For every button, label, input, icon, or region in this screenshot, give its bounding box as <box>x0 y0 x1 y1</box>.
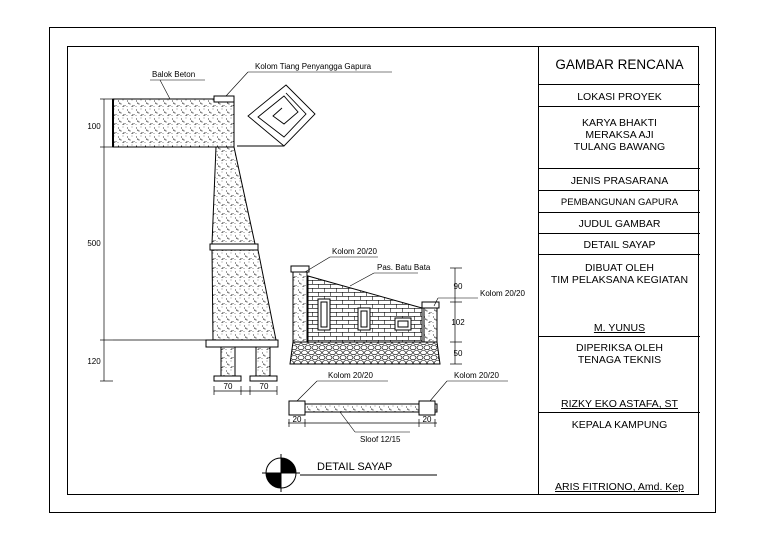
tb-kepala-label: KEPALA KAMPUNG <box>571 419 668 431</box>
label-kolom-tiang: Kolom Tiang Penyangga Gapura <box>255 62 372 71</box>
label-kolom-2020-a: Kolom 20/20 <box>332 247 377 256</box>
gapura-column-elevation <box>100 71 392 395</box>
tb-diperiksa-cell: DIPERIKSA OLEH TENAGA TEKNIS RIZKY EKO A… <box>539 337 700 413</box>
label-pas-batu-bata: Pas. Batu Bata <box>377 263 431 272</box>
tb-judul-value-cell: DETAIL SAYAP <box>539 234 700 255</box>
tb-dibuat-line-2: TIM PELAKSANA KEGIATAN <box>550 274 689 286</box>
tb-judul-value: DETAIL SAYAP <box>583 239 656 251</box>
tb-judul-cell: JUDUL GAMBAR <box>539 213 700 234</box>
balok-beton <box>112 98 235 148</box>
tb-lokasi-line-2: MERAKSA AJI <box>585 129 654 141</box>
kolom-right <box>423 305 438 343</box>
dim-70-left: 70 <box>224 382 233 391</box>
label-balok-beton: Balok Beton <box>152 70 195 79</box>
tb-header: GAMBAR RENCANA <box>555 57 684 72</box>
dim-120: 120 <box>87 357 101 366</box>
dim-20-left: 20 <box>293 415 302 424</box>
kolom-cap <box>213 95 235 103</box>
inner-border <box>67 46 699 495</box>
dim-20-right: 20 <box>423 415 432 424</box>
label-kolom-2020-d: Kolom 20/20 <box>454 371 499 380</box>
tb-dibuat-cell: DIBUAT OLEH TIM PELAKSANA KEGIATAN M. YU… <box>539 255 700 337</box>
stone-foundation <box>289 341 441 365</box>
tb-judul-label: JUDUL GAMBAR <box>578 218 661 230</box>
dim-100: 100 <box>87 122 101 131</box>
kolom-left <box>292 269 308 343</box>
tb-lokasi-line-3: TULANG BAWANG <box>573 141 666 153</box>
tb-jenis-cell: JENIS PRASARANA <box>539 169 700 191</box>
tb-lokasi-line-1: KARYA BHAKTI <box>582 117 657 129</box>
tb-jenis-value-cell: PEMBANGUNAN GAPURA <box>539 191 700 213</box>
tb-lokasi-label: LOKASI PROYEK <box>577 91 662 103</box>
sayap-elevation <box>289 256 478 365</box>
tb-jenis-label: JENIS PRASARANA <box>570 175 669 187</box>
tb-dibuat-line-1: DIBUAT OLEH <box>584 262 655 274</box>
tb-kepala-name: ARIS FITRIONO, Amd. Kep <box>555 481 684 493</box>
label-kolom-2020-c: Kolom 20/20 <box>328 371 373 380</box>
tb-lokasi-cell: LOKASI PROYEK <box>539 85 700 107</box>
tb-header-cell: GAMBAR RENCANA <box>539 46 700 85</box>
outer-border <box>49 27 716 513</box>
sloof-plan <box>288 380 508 433</box>
kolom-tiang <box>211 146 256 245</box>
tb-dibuat-name: M. YUNUS <box>593 322 646 334</box>
dim-102: 102 <box>451 318 465 327</box>
tb-kepala-cell: KEPALA KAMPUNG ARIS FITRIONO, Amd. Kep <box>539 413 700 495</box>
dim-50: 50 <box>454 349 463 358</box>
dim-90: 90 <box>454 282 463 291</box>
tb-diperiksa-line-1: DIPERIKSA OLEH <box>576 342 663 354</box>
dim-70-right: 70 <box>260 382 269 391</box>
detail-symbol <box>262 454 437 492</box>
footing-left <box>220 346 236 377</box>
diamond-ornament <box>247 84 316 147</box>
tb-jenis-value: PEMBANGUNAN GAPURA <box>560 197 679 208</box>
title-block: GAMBAR RENCANA LOKASI PROYEK KARYA BHAKT… <box>538 46 700 495</box>
tb-lokasi-value-cell: KARYA BHAKTI MERAKSA AJI TULANG BAWANG <box>539 107 700 169</box>
tb-diperiksa-line-2: TENAGA TEKNIS <box>577 354 662 366</box>
dim-500: 500 <box>87 239 101 248</box>
footing-right <box>255 346 271 377</box>
tb-diperiksa-name: RIZKY EKO ASTAFA, ST <box>561 398 678 410</box>
label-sloof: Sloof 12/15 <box>360 435 401 444</box>
sloof <box>289 403 438 413</box>
label-kolom-2020-b: Kolom 20/20 <box>480 289 525 298</box>
detail-title: DETAIL SAYAP <box>317 461 392 473</box>
